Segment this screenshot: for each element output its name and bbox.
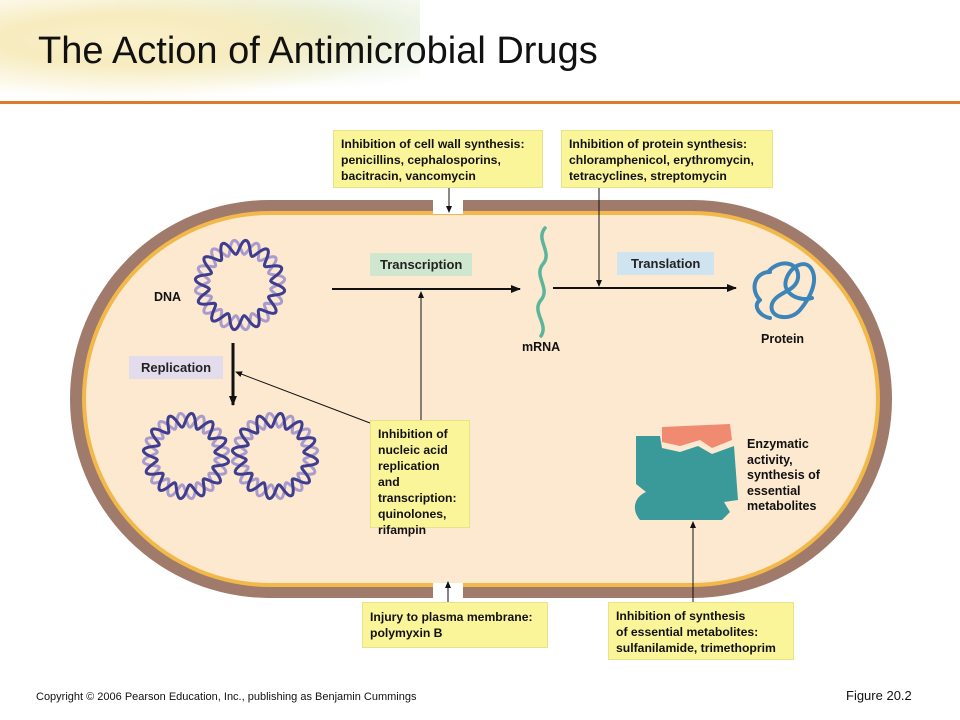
enzymatic-line: essential (747, 483, 801, 498)
protein-label: Protein (761, 332, 805, 346)
page-title: The Action of Antimicrobial Drugs (38, 30, 598, 72)
protein-coil (752, 261, 817, 320)
nucleic-replication-inhibition-arrow (235, 371, 371, 424)
enzyme-shape (634, 436, 738, 520)
title-divider (0, 101, 960, 104)
protein-inhibition-box: Inhibition of protein synthesis: chloram… (561, 130, 773, 188)
substrate-shape (662, 424, 732, 448)
translation-label: Translation (617, 252, 715, 275)
box-line: polymyxin B (370, 626, 443, 640)
copyright-notice: Copyright © 2006 Pearson Education, Inc.… (36, 691, 417, 703)
enzymatic-line: metabolites (747, 499, 817, 513)
enzymatic-line: Enzymatic (747, 437, 809, 451)
box-line: chloramphenicol, erythromycin, (569, 153, 754, 167)
mrna-strand (536, 226, 548, 338)
box-line: Inhibition of protein synthesis: (569, 137, 748, 151)
box-line: Inhibition of cell wall synthesis: (341, 137, 525, 151)
box-line: rifampin (378, 523, 427, 537)
box-line: sulfanilamide, trimethoprim (616, 641, 776, 655)
box-line: Inhibition of synthesis (616, 609, 746, 623)
box-line: bacitracin, vancomycin (341, 169, 476, 183)
box-line: of essential metabolites: (616, 625, 759, 639)
enzymatic-line: synthesis of (747, 468, 820, 482)
box-line: replication and (378, 459, 440, 489)
box-line: Injury to plasma membrane: (370, 610, 533, 624)
replication-label: Replication (129, 356, 224, 379)
box-line: Inhibition of (378, 427, 448, 441)
box-line: nucleic acid (378, 443, 448, 457)
cytoplasm (86, 215, 876, 583)
mrna-label: mRNA (522, 340, 561, 354)
dna-label: DNA (154, 290, 182, 304)
box-line: quinolones, (378, 507, 447, 521)
dna-replicated-right (230, 411, 320, 501)
enzymatic-line: activity, (747, 452, 793, 467)
nucleic-acid-inhibition-box: Inhibition of nucleic acid replication a… (370, 420, 470, 537)
title-banner-image (0, 0, 420, 100)
membrane-injury-box: Injury to plasma membrane: polymyxin B (362, 602, 548, 648)
transcription-label: Transcription (370, 253, 473, 276)
enzymatic-activity-label: Enzymatic activity, synthesis of essenti… (747, 437, 820, 515)
dna-replicated-left (141, 411, 231, 501)
box-line: transcription: (378, 491, 457, 505)
cell-wall-inhibition-box: Inhibition of cell wall synthesis: penic… (333, 130, 543, 188)
figure-reference: Figure 20.2 (846, 688, 912, 703)
box-line: penicillins, cephalosporins, (341, 153, 501, 167)
box-line: tetracyclines, streptomycin (569, 169, 727, 183)
metabolite-inhibition-box: Inhibition of synthesis of essential met… (608, 602, 794, 660)
wall-gap-top (433, 198, 463, 214)
dna-circle (193, 238, 287, 332)
